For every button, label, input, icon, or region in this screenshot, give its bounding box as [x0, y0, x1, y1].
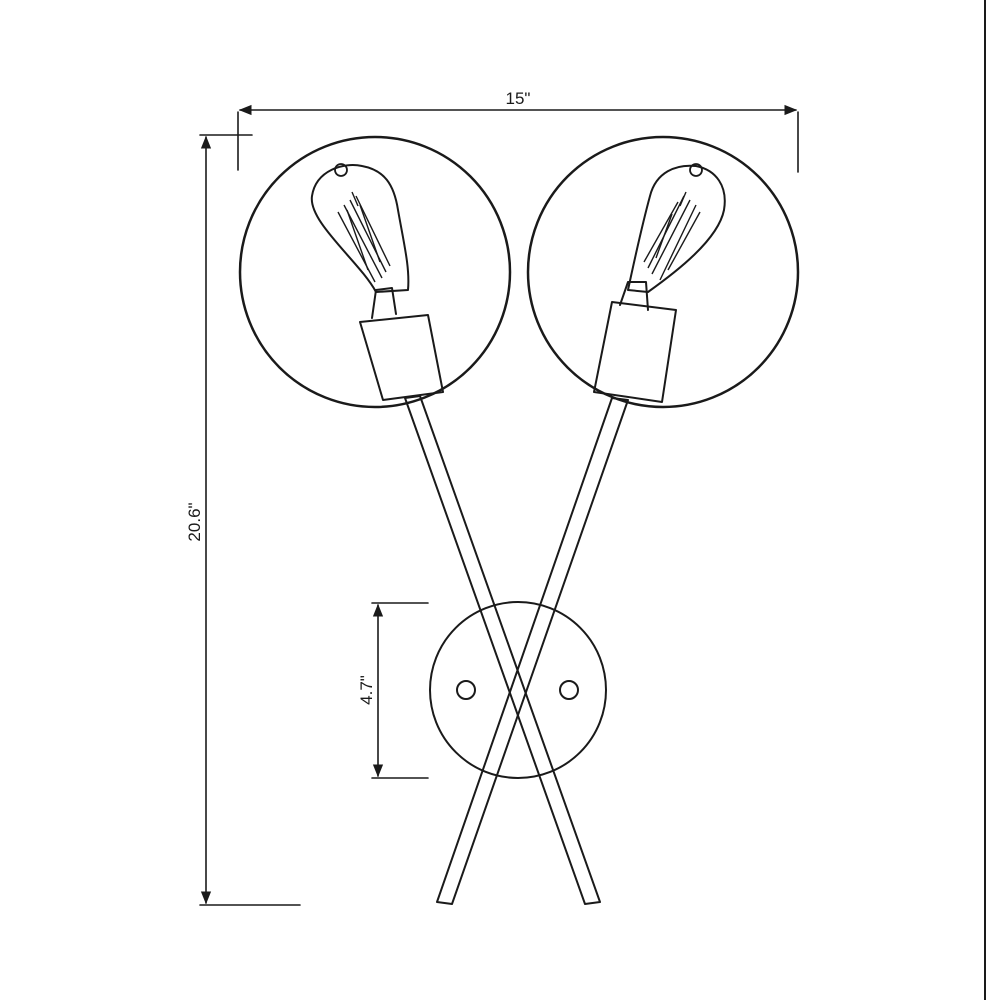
backplate-dimension: 4.7": [357, 602, 429, 779]
wall-backplate: [429, 601, 607, 779]
right-arm: [436, 397, 629, 905]
right-globe-shade: [526, 135, 800, 409]
mounting-hole-left: [456, 680, 476, 700]
right-bulb-icon: [627, 164, 726, 293]
backplate-label: 4.7": [357, 675, 376, 705]
left-bulb-icon: [310, 164, 410, 293]
mounting-hole-right: [559, 680, 579, 700]
left-arm: [404, 395, 601, 905]
width-dimension: 15": [237, 89, 799, 173]
height-label: 20.6": [185, 502, 204, 541]
height-dimension: 20.6": [185, 134, 301, 906]
left-globe-shade: [238, 135, 512, 409]
right-socket: [593, 301, 677, 403]
left-socket: [359, 314, 444, 401]
width-label: 15": [506, 89, 531, 108]
